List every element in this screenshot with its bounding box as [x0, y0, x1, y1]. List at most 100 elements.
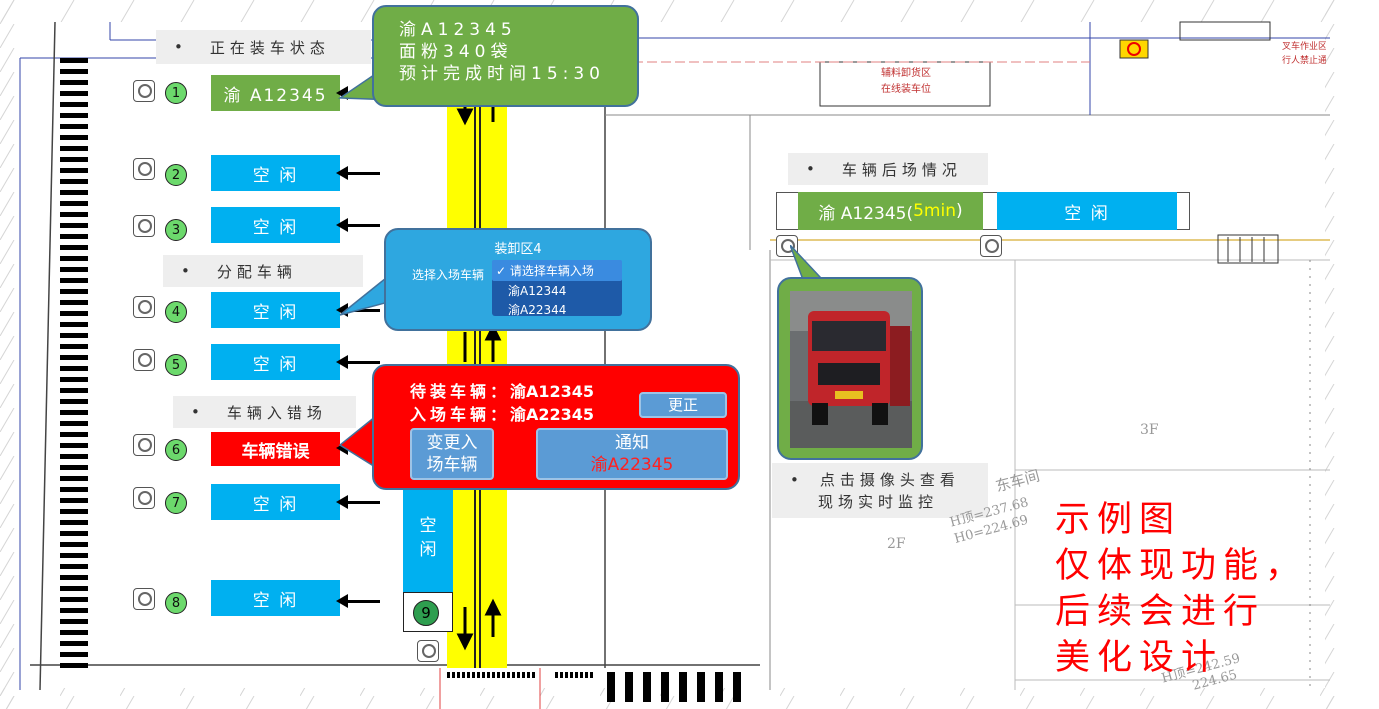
camera-icon[interactable]: [133, 215, 155, 237]
bay-6-status[interactable]: 车辆错误: [211, 432, 340, 466]
bay-number-3: 3: [165, 219, 187, 241]
bottom-hatch-bar-2: [555, 672, 595, 678]
bay-number-9: 9: [413, 600, 439, 626]
camera-icon[interactable]: [133, 158, 155, 180]
camera-tip-line2: 现场实时监控: [818, 493, 939, 511]
bullet-icon: •: [181, 262, 195, 280]
bay-number-1: 1: [165, 82, 187, 104]
lane-arrows: [456, 78, 502, 651]
bottom-hatch-bar-1: [447, 672, 537, 678]
forklift-label: 叉车作业区 行人禁止通: [1282, 40, 1326, 68]
bay-number-6: 6: [165, 439, 187, 461]
lane-line-left: [474, 22, 476, 668]
camera-preview[interactable]: [777, 277, 923, 460]
note-line3: 后续会进行: [1055, 592, 1266, 632]
note-line2: 仅体现功能，: [1055, 546, 1308, 586]
truck-image: [790, 291, 912, 448]
assign-field-label: 选择入场车辆: [412, 268, 485, 282]
bay-9-status-line2: 闲: [419, 540, 437, 560]
change-vehicle-button[interactable]: 变更入 场车辆: [410, 428, 494, 480]
select-option[interactable]: 渝A22344: [508, 303, 567, 317]
aux-area-label: 辅料卸货区 在线装车位: [822, 66, 990, 98]
camera-icon[interactable]: [133, 434, 155, 456]
wrong-entry-tag: • 车辆入错场: [173, 396, 356, 428]
aux-area-line2: 在线装车位: [881, 84, 931, 95]
bay-7-status[interactable]: 空 闲: [211, 484, 340, 520]
assign-title: 装卸区4: [494, 242, 542, 257]
bottom-bars: [607, 672, 741, 702]
bay-4-status[interactable]: 空 闲: [211, 292, 340, 328]
bay-2-status[interactable]: 空 闲: [211, 155, 340, 191]
aux-area-line1: 辅料卸货区: [881, 68, 931, 79]
waiting-row: 待装车辆：渝A12345: [410, 378, 594, 402]
notify-button[interactable]: 通知 渝A22345: [536, 428, 728, 480]
loading-status-tag: • 正在装车状态: [156, 30, 371, 64]
camera-icon[interactable]: [417, 640, 439, 662]
bay-3-arrow: [336, 218, 380, 232]
loading-status-tag-label: 正在装车状态: [209, 38, 330, 57]
bay-1-status[interactable]: 渝 A12345: [211, 75, 340, 111]
bullet-icon: •: [174, 38, 188, 56]
correct-button[interactable]: 更正: [639, 392, 727, 418]
bullet-icon: •: [806, 160, 820, 178]
waiting-label: 待装车辆：: [410, 382, 511, 401]
bullet-icon: •: [191, 403, 205, 421]
rear-yard-tag-label: 车辆后场情况: [841, 160, 962, 179]
wrong-entry-tag-label: 车辆入错场: [226, 403, 327, 422]
rear-yard-occupied[interactable]: 渝 A12345(5min): [798, 192, 983, 230]
bay-number-2: 2: [165, 164, 187, 186]
loading-plate: 渝A12345: [399, 20, 517, 40]
loading-eta: 预计完成时间15:30: [399, 64, 605, 84]
camera-tip-text1: 点击摄像头查看: [819, 471, 960, 489]
bay-number-7: 7: [165, 492, 187, 514]
rear-yard-tag: • 车辆后场情况: [788, 153, 988, 185]
wrong-entry-bubble: 待装车辆：渝A12345 入场车辆：渝A22345 更正 变更入 场车辆 通知 …: [372, 364, 740, 490]
bay-3-status[interactable]: 空 闲: [211, 207, 340, 243]
forklift-line1: 叉车作业区: [1282, 42, 1326, 52]
assign-vehicle-tag-label: 分配车辆: [216, 262, 297, 281]
rear-yard-time: 5min: [913, 201, 956, 221]
bullet-icon: •: [790, 471, 804, 489]
bay-8-status[interactable]: 空 闲: [211, 580, 340, 616]
select-option-selected[interactable]: ✓ 请选择车辆入场: [492, 260, 622, 281]
change-vehicle-button-line2: 场车辆: [426, 455, 478, 475]
bay-5-status[interactable]: 空 闲: [211, 344, 340, 380]
camera-icon[interactable]: [980, 235, 1002, 257]
change-vehicle-button-line1: 变更入: [426, 433, 478, 453]
assign-bubble: 装卸区4 选择入场车辆 ✓ 请选择车辆入场 渝A12344 渝A22344: [384, 228, 652, 331]
bay-5-arrow: [336, 355, 380, 369]
camera-icon[interactable]: [133, 349, 155, 371]
vehicle-select-dropdown[interactable]: ✓ 请选择车辆入场 渝A12344 渝A22344: [492, 260, 622, 317]
floor-3f-label: 3F: [1140, 422, 1159, 438]
select-option[interactable]: 渝A12344: [508, 284, 567, 298]
entered-row: 入场车辆：渝A22345: [410, 401, 594, 425]
notify-button-plate: 渝A22345: [590, 455, 674, 475]
bay-7-arrow: [336, 495, 380, 509]
notify-button-title: 通知: [615, 433, 649, 453]
note-line4: 美化设计: [1055, 638, 1224, 678]
note-line1: 示例图: [1055, 500, 1182, 540]
bay-9-status[interactable]: 空闲: [403, 484, 453, 592]
left-stripes: [60, 58, 88, 668]
camera-icon[interactable]: [133, 296, 155, 318]
loading-cargo: 面粉340袋: [399, 42, 513, 62]
waiting-plate: 渝A12345: [510, 382, 595, 401]
camera-icon[interactable]: [133, 487, 155, 509]
loading-bubble: 渝A12345 面粉340袋 预计完成时间15:30: [372, 5, 639, 107]
bay-number-5: 5: [165, 354, 187, 376]
select-option-label: 请选择车辆入场: [509, 264, 594, 278]
rear-yard-idle[interactable]: 空 闲: [997, 192, 1177, 230]
entered-plate: 渝A22345: [510, 405, 595, 424]
entered-label: 入场车辆：: [410, 405, 511, 424]
camera-icon[interactable]: [133, 80, 155, 102]
camera-tip-line1: • 点击摄像头查看: [790, 469, 988, 491]
camera-icon[interactable]: [133, 588, 155, 610]
lane-line-right: [479, 22, 481, 668]
rear-yard-plate: 渝 A12345(: [818, 203, 914, 224]
bay-9-status-line1: 空: [419, 516, 437, 536]
bay-2-arrow: [336, 166, 380, 180]
bay-number-8: 8: [165, 592, 187, 614]
assign-vehicle-tag: • 分配车辆: [163, 255, 363, 287]
example-note: 示例图 仅体现功能， 后续会进行 美化设计: [1055, 497, 1307, 681]
floor-2f-label: 2F: [887, 536, 906, 552]
